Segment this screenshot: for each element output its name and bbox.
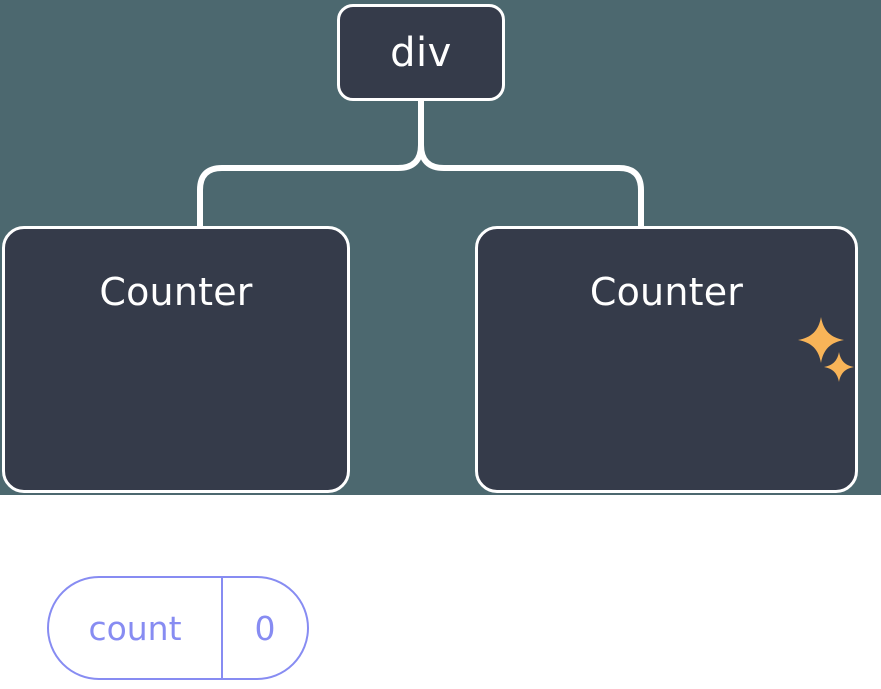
edge-div-to-counter-left <box>197 97 424 229</box>
node-div[interactable]: div <box>337 4 505 101</box>
state-value-label: 0 <box>254 608 276 648</box>
node-counter-left[interactable]: Counter count 0 <box>2 226 350 680</box>
state-pill-count-left[interactable]: count 0 <box>47 576 309 680</box>
sparkle-small-icon <box>824 352 854 382</box>
node-counter-left-title: Counter <box>99 270 253 314</box>
node-counter-right[interactable]: Counter count 1 <box>475 226 858 493</box>
node-div-label: div <box>390 29 452 76</box>
sparkle-large-icon <box>798 317 844 363</box>
edge-div-to-counter-right <box>418 142 644 229</box>
state-key-label: count <box>49 578 223 678</box>
edge-connectors <box>197 97 644 229</box>
node-counter-right-title: Counter <box>589 270 744 314</box>
